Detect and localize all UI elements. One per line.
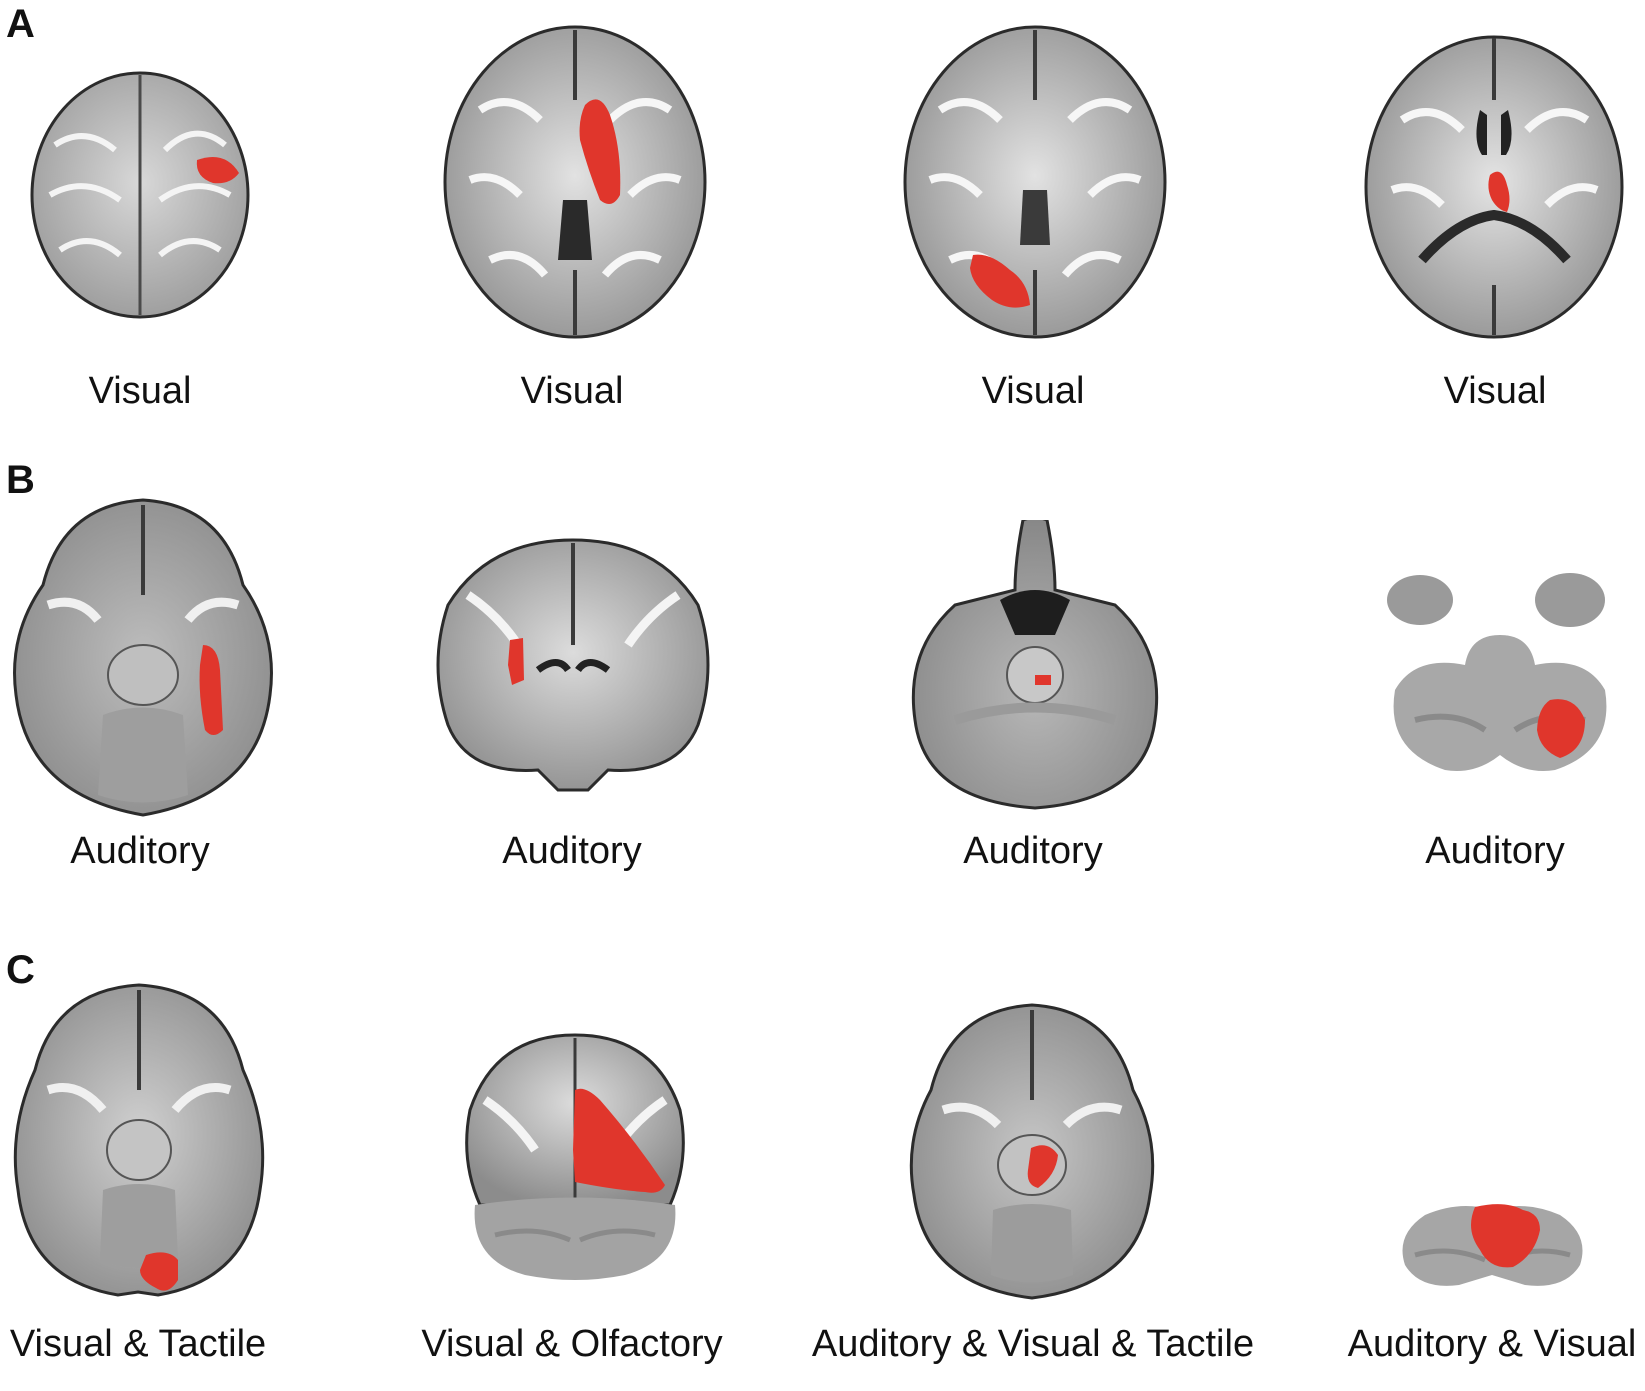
caption-a1: Visual <box>88 370 192 412</box>
caption-c3: Auditory & Visual & Tactile <box>811 1323 1255 1365</box>
brain-slice-a2 <box>440 20 710 345</box>
panel-letter-c: C <box>6 948 35 992</box>
activation-region <box>1537 699 1585 758</box>
activation-region <box>970 254 1030 308</box>
caption-a3: Visual <box>981 370 1085 412</box>
brain-slice-c3 <box>898 1000 1166 1300</box>
activation-region <box>579 99 621 204</box>
caption-b1: Auditory <box>70 830 210 872</box>
brain-slice-b2 <box>428 535 718 795</box>
brain-slice-c2 <box>455 1030 695 1290</box>
activation-region <box>1027 1145 1058 1188</box>
activation-region <box>573 1088 665 1193</box>
activation-region <box>1488 171 1510 212</box>
brain-slice-b1 <box>8 495 278 820</box>
panel-letter-b: B <box>6 458 35 502</box>
activation-region <box>1471 1204 1540 1268</box>
panel-letter-a: A <box>6 2 35 46</box>
caption-c2: Visual & Olfactory <box>421 1323 723 1365</box>
caption-a4: Visual <box>1443 370 1547 412</box>
activation-region <box>508 638 524 685</box>
caption-b4: Auditory <box>1425 830 1565 872</box>
activation-region <box>1035 675 1051 685</box>
activation-region <box>199 645 223 735</box>
caption-b3: Auditory <box>963 830 1103 872</box>
activation-region <box>140 1252 178 1291</box>
caption-a2: Visual <box>520 370 624 412</box>
activation-region <box>196 156 239 184</box>
brain-slice-a3 <box>900 20 1170 345</box>
brain-slice-b4 <box>1385 570 1615 785</box>
brain-slice-c4 <box>1395 1195 1590 1295</box>
brain-slice-c1 <box>8 980 270 1300</box>
caption-c1: Visual & Tactile <box>9 1323 267 1365</box>
caption-c4: Auditory & Visual <box>1347 1323 1637 1365</box>
brain-slice-a1 <box>25 65 255 325</box>
caption-b2: Auditory <box>502 830 642 872</box>
brain-slice-a4 <box>1362 30 1627 345</box>
brain-slice-b3 <box>905 520 1165 810</box>
